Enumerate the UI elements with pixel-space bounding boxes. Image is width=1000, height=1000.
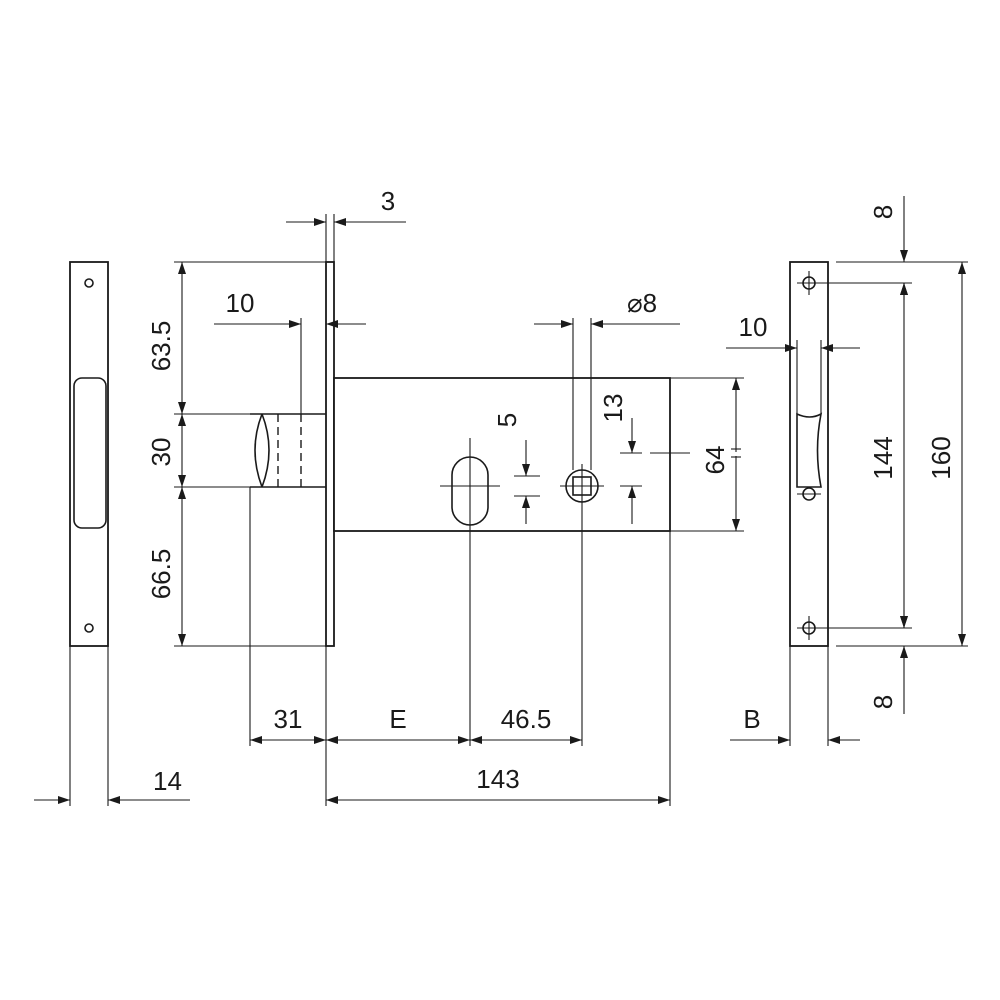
dim-faceplate-width-label: 14 [153, 766, 182, 796]
dim-strike-hole-spacing-label: 144 [868, 436, 898, 479]
strike-latch-opening [796, 412, 823, 501]
lock-body-side-view: 3 10 63.5 30 66.5 ⌀8 5 [146, 186, 744, 806]
dim-backset-label: E [389, 704, 406, 734]
dim-backset-offset-label: 10 [226, 288, 255, 318]
faceplate-screw-hole-top [84, 278, 94, 288]
lock-case [333, 377, 671, 532]
dim-latch-projection-label: 31 [274, 704, 303, 734]
spindle-hole [560, 464, 604, 508]
dim-latch-to-bottom-label: 66.5 [146, 549, 176, 600]
latch-bolt [250, 413, 326, 488]
dim-strike-offset-label: 10 [739, 312, 768, 342]
dim-faceplate-thickness-label: 3 [381, 186, 395, 216]
lock-faceplate-edge [325, 261, 335, 647]
dim-spindle-offset-label: 13 [598, 394, 628, 423]
dim-key-to-spindle-label: 46.5 [501, 704, 552, 734]
key-hole [440, 438, 500, 534]
strike-plate-outline [789, 261, 829, 647]
dim-hole-width-label: 5 [492, 413, 522, 427]
dim-strike-bottom-margin-label: 8 [868, 695, 898, 709]
faceplate-screw-hole-bottom [84, 623, 94, 633]
faceplate-front-view: 14 [34, 261, 190, 806]
strike-plate-view: 10 B 8 144 8 160 [726, 196, 968, 746]
dim-latch-height-label: 30 [146, 438, 176, 467]
faceplate-outline [69, 261, 109, 647]
dim-strike-top-margin-label: 8 [868, 205, 898, 219]
dim-top-to-latch-label: 63.5 [146, 321, 176, 372]
dim-case-depth-label: 143 [476, 764, 519, 794]
faceplate-latch-cutout [73, 377, 107, 529]
dim-spindle-size-label: ⌀8 [627, 288, 657, 318]
dim-strike-height-label: 160 [926, 436, 956, 479]
dim-strike-depth-label: B [743, 704, 760, 734]
dim-case-height-label: 64 [700, 446, 730, 475]
